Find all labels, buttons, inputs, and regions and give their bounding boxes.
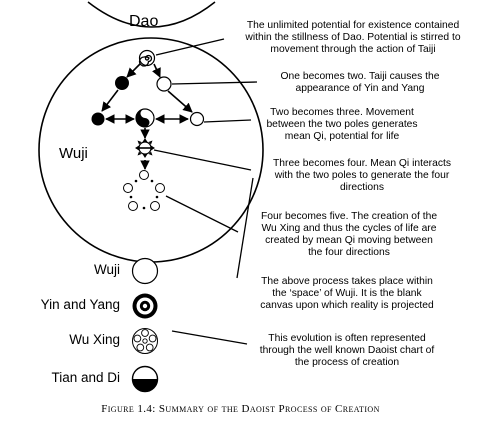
yang-small-circle [189,111,205,127]
label-wuji: Wuji [93,262,120,277]
label-tian-and-di: Tian and Di [51,370,120,385]
spiral-icon [138,49,156,67]
yin-yang-icon [135,108,155,128]
label-wu-xing: Wu Xing [69,332,120,347]
label-yin-and-yang: Yin and Yang [40,297,120,312]
wuji-symbol [131,257,159,285]
yin-small-circle [91,112,105,126]
dao-label: Dao [129,13,159,30]
yin-circle [115,76,129,90]
figure-caption: Figure 1.4: Summary of the Daoist Proces… [101,403,380,415]
tian-and-di-symbol [131,365,159,393]
wuji-big-label: Wuji [59,145,88,162]
four-directions-icon [135,138,155,158]
wu-xing-symbol [132,328,158,354]
note-dao-potential: The unlimited potential for existence co… [245,20,461,55]
wu-xing-cluster [123,170,165,211]
yin-yang-symbol [132,293,158,319]
dao-arc [87,1,216,28]
yang-circle [156,76,172,92]
